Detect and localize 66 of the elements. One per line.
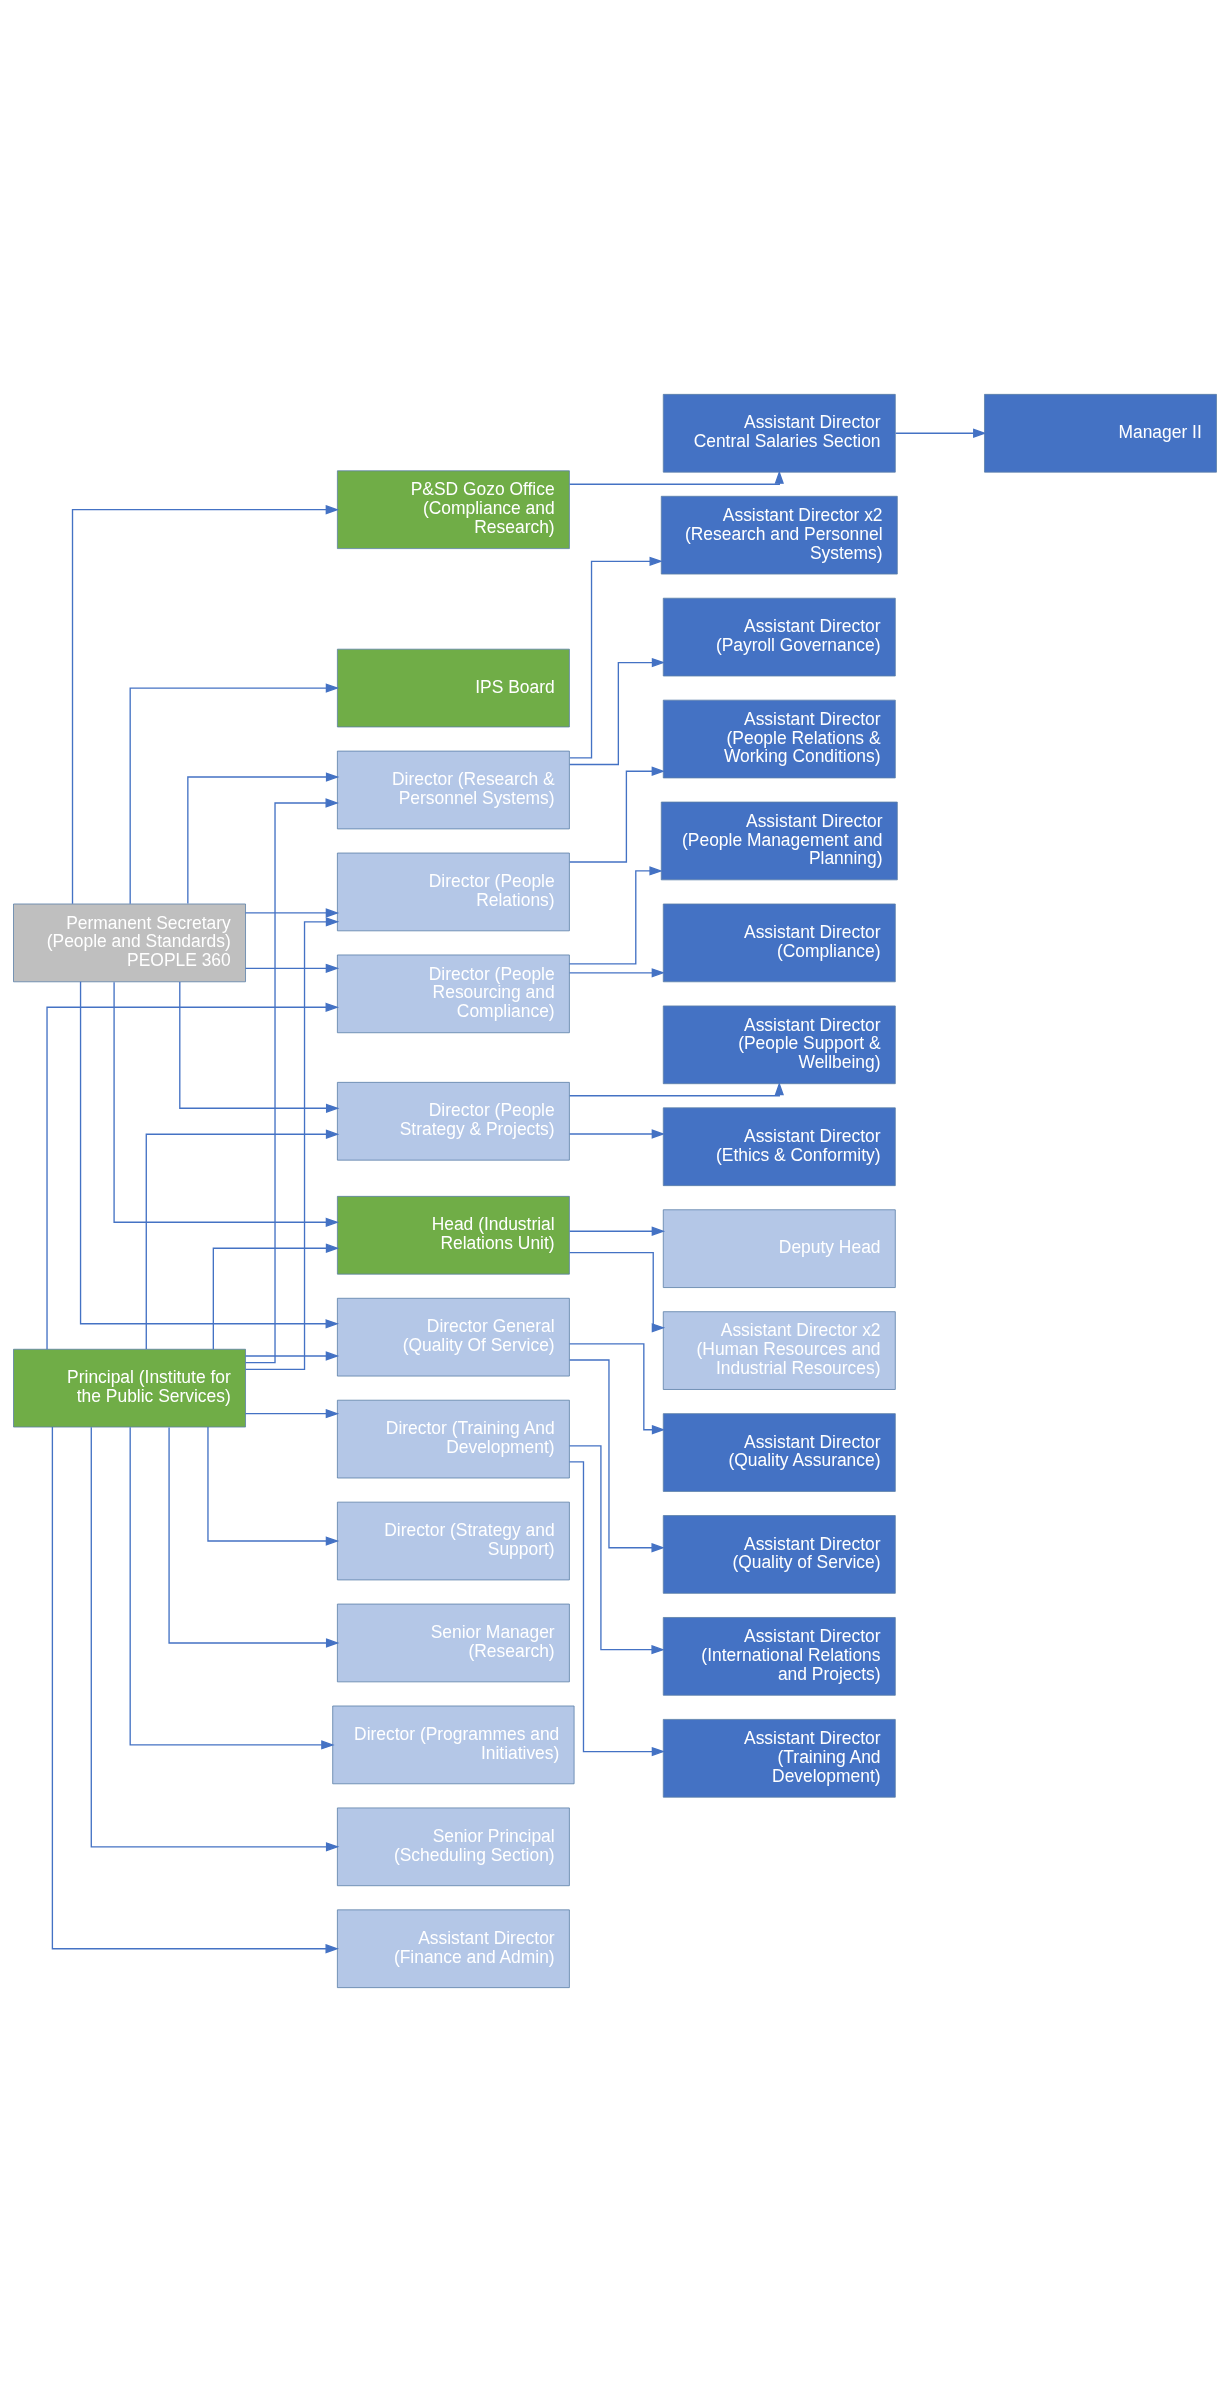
node-box: Assistant Director (Payroll Governance)	[662, 597, 896, 677]
arrow	[569, 1343, 666, 1435]
node-box: Principal (Institute for the Public Services)	[13, 1348, 246, 1428]
node-box: Director (Research & Personnel Systems)	[337, 750, 570, 830]
arrow	[51, 1426, 339, 1954]
arrow	[71, 505, 340, 905]
node-box: Senior Principal (Scheduling Section)	[337, 1807, 570, 1887]
node-box: Assistant Director (Quality Assurance)	[662, 1413, 896, 1492]
arrow	[568, 1445, 665, 1655]
arrow	[113, 981, 340, 1227]
arrow	[569, 766, 666, 863]
arrow	[244, 908, 340, 918]
arrow	[187, 772, 340, 905]
node-box: Assistant Director (People Support & Wellbeing)	[662, 1005, 896, 1085]
node-box: Senior Manager (Research)	[337, 1603, 570, 1683]
node-box: Director (People Resourcing and Compliance)	[337, 954, 570, 1034]
arrow	[207, 1426, 340, 1546]
arrow	[569, 968, 666, 978]
node-box: Assistant Director Central Salaries Section	[662, 393, 896, 473]
node-box: Assistant Director (Finance and Admin)	[337, 1909, 570, 1989]
arrow	[569, 470, 784, 485]
arrow	[145, 1129, 340, 1350]
node-box: Assistant Director (Ethics & Conformity)	[662, 1107, 896, 1187]
arrow	[46, 1002, 339, 1350]
arrow	[569, 1081, 784, 1097]
node-box: Assistant Director (Training And Development)	[662, 1719, 896, 1798]
node-box: Head (Industrial Relations Unit)	[337, 1195, 570, 1275]
node-box: Permanent Secretary (People and Standards) PEOPLE 360	[13, 903, 246, 983]
arrow	[90, 1426, 340, 1852]
node-box: Assistant Director (Compliance)	[662, 903, 896, 983]
node-box: Director General (Quality Of Service)	[337, 1297, 570, 1377]
node-box: Assistant Director (International Relations and Projects)	[662, 1617, 896, 1696]
arrow	[568, 866, 663, 965]
arrow	[212, 1243, 340, 1350]
arrow	[569, 1359, 665, 1553]
arrow	[244, 798, 339, 1364]
arrow	[569, 657, 666, 766]
arrow	[568, 1252, 666, 1333]
arrow	[244, 963, 340, 974]
node-box: Director (People Relations)	[337, 852, 570, 932]
arrow	[244, 1351, 340, 1361]
arrow	[79, 981, 339, 1329]
node-box: Director (Programmes and Initiatives)	[332, 1705, 575, 1785]
node-box: Director (Strategy and Support)	[337, 1501, 570, 1581]
node-box: Deputy Head	[662, 1209, 896, 1288]
node-box: Assistant Director (Quality of Service)	[662, 1515, 896, 1594]
node-box: Director (People Strategy & Projects)	[337, 1081, 570, 1161]
arrow	[895, 428, 987, 438]
node-box: Assistant Director x2 (Human Resources and Industrial Resources)	[662, 1311, 896, 1390]
arrow	[569, 556, 663, 759]
node-box: IPS Board	[337, 648, 570, 728]
arrow	[129, 1426, 335, 1750]
arrow	[129, 683, 340, 905]
arrow	[168, 1426, 340, 1648]
node-box: P&SD Gozo Office (Compliance and Research)	[337, 470, 570, 549]
node-box: Assistant Director x2 (Research and Personnel Systems)	[660, 495, 898, 575]
arrow	[245, 917, 340, 1371]
arrow	[569, 1226, 666, 1236]
node-box: Assistant Director (People Management and Planning)	[660, 801, 898, 881]
arrow	[569, 1129, 666, 1139]
node-box: Director (Training And Development)	[337, 1399, 570, 1479]
arrow	[179, 981, 340, 1113]
node-box: Assistant Director (People Relations & Working Conditions)	[662, 699, 896, 779]
node-box: Manager II	[984, 393, 1217, 473]
arrow	[244, 1408, 340, 1419]
arrow	[568, 1461, 666, 1757]
